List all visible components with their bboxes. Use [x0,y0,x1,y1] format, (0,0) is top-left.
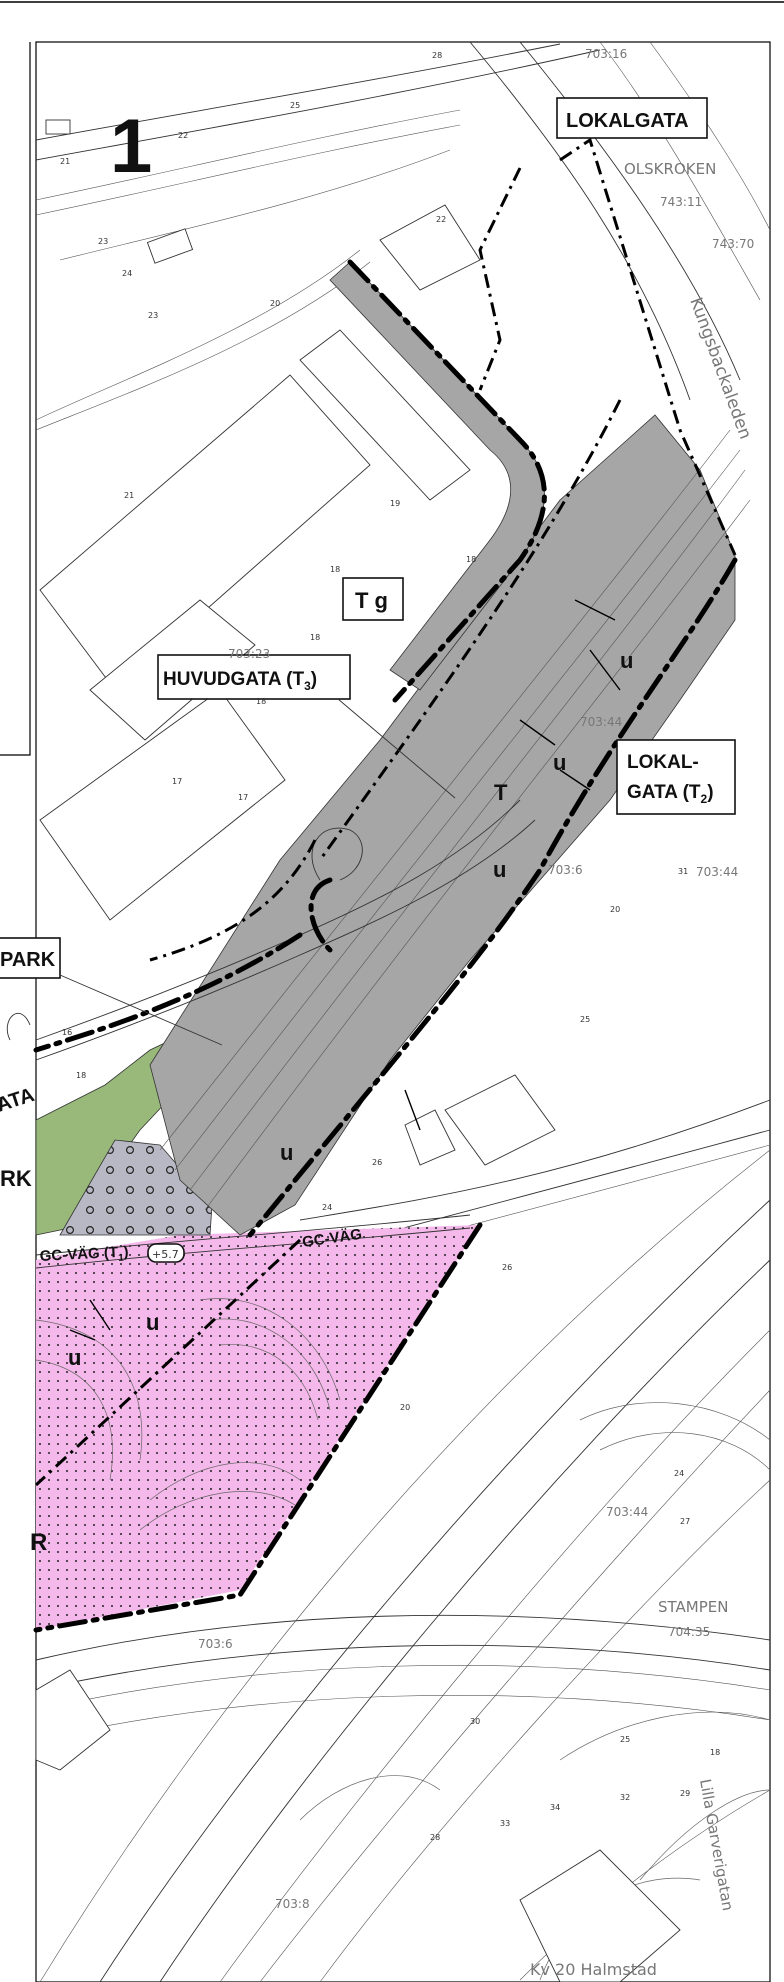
lokalgata2-line2: GATA (T2) [627,782,714,806]
spot-height: 18 [330,565,340,574]
place-stampen: STAMPEN [658,1598,728,1616]
lokalgata-text: LOKALGATA [566,110,689,132]
spot-height: 31 [678,867,688,876]
spot-height: 32 [620,1793,630,1802]
place-lilla-garverigatan: Lilla Garverigatan [696,1778,737,1913]
spot-height: 28 [430,1833,440,1842]
spot-height: 21 [124,491,134,500]
spot-height: 33 [500,1819,510,1828]
buildings-upper [39,119,556,1166]
spot-height: 16 [62,1028,72,1037]
spot-height: 18 [466,555,476,564]
zone-u-1: u [620,648,633,673]
zone-t: T [494,780,508,805]
spot-height: 17 [238,793,248,802]
parcel-label: 703:44 [580,715,622,729]
spot-height: 22 [436,215,446,224]
spot-height: 20 [400,1403,410,1412]
zone-u-2: u [553,750,566,775]
u-zone-lines [69,599,621,1341]
residential-contours [35,1298,341,1531]
parcel-label: 743:11 [660,195,702,209]
parcel-label: 703:6 [198,1637,233,1651]
gc-vag-left-text: GC-VÄG (T1) [39,1243,129,1268]
map-frame [35,41,771,1982]
spot-height: 18 [256,697,266,706]
lokalgata2-line1: LOKAL- [627,752,699,773]
spot-height: 27 [680,1517,690,1526]
spot-height: 20 [610,905,620,914]
spot-height: 24 [322,1203,332,1212]
parcel-label: 743:70 [712,237,754,251]
dotted-gray-pattern [60,1140,212,1235]
spot-height: 25 [290,101,300,110]
spot-height: 18 [310,633,320,642]
place-kv-halmstad: Kv 20 Halmstad [530,1960,657,1979]
upper-road-lines [35,41,771,431]
spot-heights: 28 25 22 21 23 22 24 23 20 21 19 18 18 1… [60,51,720,1842]
parcel-label: 703:44 [696,865,738,879]
spot-height: 24 [674,1469,684,1478]
spot-height: 23 [98,237,108,246]
sheet-number: 1 [110,104,152,189]
spot-height: 30 [470,1717,480,1726]
spot-height: 25 [580,1015,590,1024]
zone-u-6: u [68,1345,81,1370]
spot-height: 28 [432,51,442,60]
place-kungsbackaleden: Kungsbackaleden [685,295,755,442]
label-tg: T g [342,577,404,621]
place-olskroken: OLSKROKEN [624,160,716,178]
spot-height: 34 [550,1803,560,1812]
spot-height: 26 [502,1263,512,1272]
spot-height: 23 [148,311,158,320]
zone-r: R [30,1529,47,1556]
legend-panel-edge [0,42,31,756]
spot-height: 18 [76,1071,86,1080]
label-park-top: PARK [0,937,223,1046]
spot-height: 29 [680,1789,690,1798]
huvudgata-text: HUVUDGATA (T3) [163,669,317,693]
label-lokalgata: LOKALGATA [556,97,708,139]
spot-height: 20 [270,299,280,308]
label-gc-vag-left: GC-VÄG (T1) +5.7 [39,1243,185,1268]
spot-height: 21 [60,157,70,166]
spot-height: 25 [620,1735,630,1744]
parcel-label: 703:44 [606,1505,648,1519]
parcel-label: 704:35 [668,1625,710,1639]
spot-height: 24 [122,269,132,278]
parcel-label: 703:8 [275,1897,310,1911]
zone-u-4: u [280,1140,293,1165]
spot-height: 19 [390,499,400,508]
zone-u-5: u [146,1310,159,1335]
park-top-text: PARK [0,949,56,971]
parcel-label: 703:23 [228,647,270,661]
spot-height: 17 [172,777,182,786]
spot-height: 22 [178,131,188,140]
parcel-labels: 703:16 743:11 743:70 703:23 703:44 703:6… [198,47,754,1911]
gc-vag-level: +5.7 [152,1248,179,1261]
spot-height: 26 [372,1158,382,1167]
parcel-label: 703:6 [548,863,583,877]
park-left-label: RK [0,1166,32,1191]
spot-height: 18 [710,1748,720,1757]
parcel-label: 703:16 [585,47,627,61]
label-lokalgata-t2: LOKAL- GATA (T2) [616,739,736,815]
zone-u-3: u [493,857,506,882]
label-huvudgata: HUVUDGATA (T3) [157,654,456,799]
plan-boundaries [33,137,738,1633]
residential-dots [36,1225,480,1630]
track-lines [159,429,751,1211]
buildings-lower [35,1669,681,1982]
tg-text: T g [355,588,388,613]
gata-left-label: ATA [0,1084,37,1117]
